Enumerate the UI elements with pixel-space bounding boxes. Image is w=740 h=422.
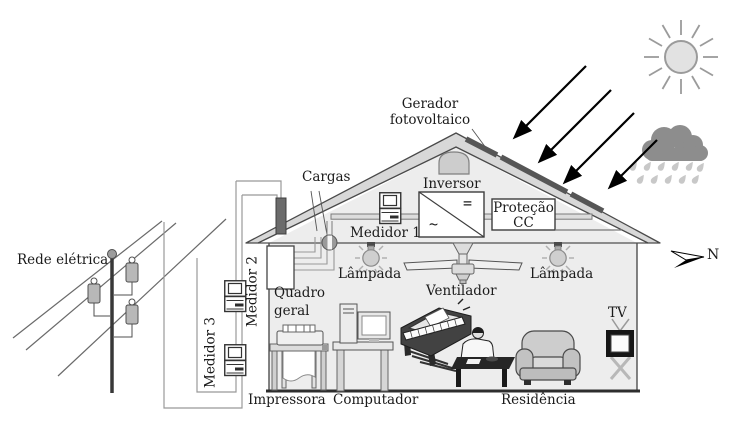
label-rede-eletrica: Rede elétrica [17, 252, 109, 268]
north-arrow-icon [670, 250, 705, 268]
label-medidor-2: Medidor 2 [244, 256, 261, 327]
label-medidor-1: Medidor 1 [350, 225, 421, 241]
label-medidor-3: Medidor 3 [202, 317, 219, 388]
label-lampada-left: Lâmpada [338, 266, 402, 282]
label-tv: TV [608, 305, 627, 321]
meter-icon-medidor2 [224, 280, 247, 313]
rain-cloud-icon [628, 125, 708, 185]
inverter-dc-symbol: = [463, 194, 473, 212]
label-ventilador: Ventilador [426, 283, 497, 299]
ceiling-fan-icon [403, 242, 523, 284]
sun-icon [644, 20, 718, 94]
meter-icon-medidor3 [224, 344, 247, 377]
label-quadro: Quadro [274, 285, 326, 301]
junction-icon [321, 234, 338, 251]
sunlight-arrow-icon [512, 65, 658, 190]
raindrops [628, 160, 707, 185]
dc-protection-box [491, 198, 556, 231]
tv-icon [606, 318, 634, 380]
grid-wires [12, 218, 227, 377]
transformer-icon [87, 256, 139, 325]
label-impressora: Impressora [248, 392, 326, 408]
roof [245, 132, 661, 244]
attic-vent-icon [438, 151, 470, 175]
label-computador: Computador [333, 392, 419, 408]
inverter-box [418, 191, 485, 238]
cargas-wires [294, 237, 335, 271]
label-gerador: Gerador [401, 96, 459, 112]
person-icon [460, 327, 495, 360]
inverter-ac-symbol: ~ [429, 215, 439, 233]
solar-panel-icon [464, 136, 605, 214]
label-north: N [707, 247, 720, 263]
label-inversor: Inversor [423, 176, 481, 192]
service-wiring [163, 180, 282, 409]
label-cargas: Cargas [302, 169, 351, 185]
label-lampada-right: Lâmpada [530, 266, 594, 282]
coffee-table-icon [451, 356, 515, 387]
label-residencia: Residência [501, 392, 576, 408]
label-geral: geral [274, 302, 310, 319]
meter-icon-medidor1 [379, 192, 402, 225]
label-fotovoltaico: fotovoltaico [389, 111, 471, 128]
sofa-icon [515, 330, 581, 385]
printer-icon [269, 324, 329, 391]
label-cc: CC [513, 214, 534, 231]
utility-pole-icon [87, 249, 139, 393]
label-protecao: Proteção [493, 200, 554, 216]
chimney-icon [275, 197, 287, 235]
piano-icon [400, 298, 472, 372]
computer-icon [332, 303, 394, 392]
quadro-geral-box [266, 237, 335, 290]
